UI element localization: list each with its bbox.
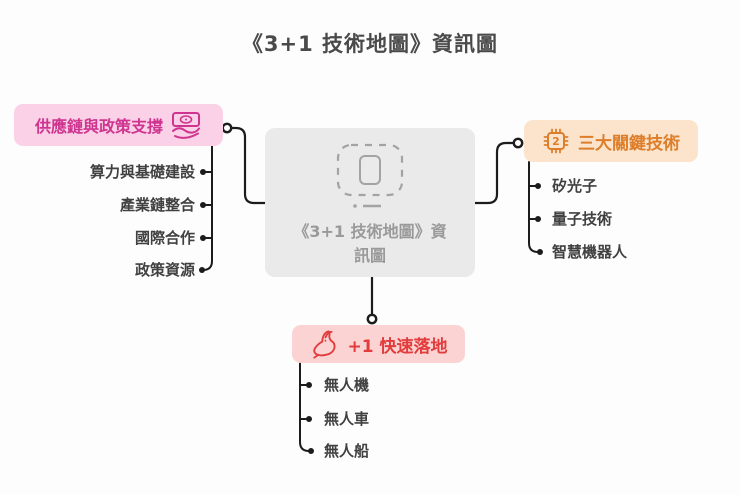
branch-label: 供應鏈與政策支撐 bbox=[34, 117, 163, 136]
child-quantum-technology[interactable]: 量子技術 bbox=[552, 210, 613, 228]
center-node[interactable]: 《3+1 技術地圖》資訊圖 bbox=[265, 128, 475, 277]
center-node-label: 《3+1 技術地圖》資訊圖 bbox=[293, 222, 447, 265]
branch-label: +1 快速落地 bbox=[347, 336, 448, 357]
attach-rings bbox=[221, 122, 524, 325]
child-drones[interactable]: 無人機 bbox=[324, 376, 370, 394]
money-in-hand-icon bbox=[170, 110, 202, 140]
child-silicon-photonics[interactable]: 矽光子 bbox=[552, 177, 598, 195]
page-title: 《3+1 技術地圖》資訊圖 bbox=[241, 32, 499, 56]
child-unmanned-ships[interactable]: 無人船 bbox=[324, 442, 370, 460]
image-placeholder-icon bbox=[335, 142, 405, 214]
left-children-trunk bbox=[202, 145, 213, 271]
chip-icon: 2 bbox=[542, 127, 570, 155]
children-dots bbox=[199, 169, 543, 454]
child-computing-infrastructure[interactable]: 算力與基礎建設 bbox=[89, 163, 195, 181]
child-international-cooperation[interactable]: 國際合作 bbox=[134, 229, 195, 247]
right-connector bbox=[473, 141, 515, 205]
branch-key-technologies[interactable]: 2 三大關鍵技術 bbox=[524, 120, 698, 162]
child-intelligent-robots[interactable]: 智慧機器人 bbox=[552, 243, 628, 261]
bottom-children-trunk bbox=[299, 362, 310, 452]
branch-supply-chain-policy[interactable]: 供應鏈與政策支撐 bbox=[14, 104, 223, 146]
right-children-trunk bbox=[528, 161, 539, 253]
child-driverless-cars[interactable]: 無人車 bbox=[324, 410, 370, 428]
child-policy-resources[interactable]: 政策資源 bbox=[134, 261, 195, 279]
branch-label: 三大關鍵技術 bbox=[578, 133, 680, 154]
child-industry-chain-integration[interactable]: 產業鏈整合 bbox=[119, 196, 195, 214]
left-connector bbox=[230, 126, 268, 205]
rabbit-icon bbox=[310, 329, 340, 359]
branch-plus-one-fast-landing[interactable]: +1 快速落地 bbox=[292, 325, 465, 363]
branch-connectors bbox=[230, 126, 515, 316]
chip-number: 2 bbox=[552, 135, 560, 148]
